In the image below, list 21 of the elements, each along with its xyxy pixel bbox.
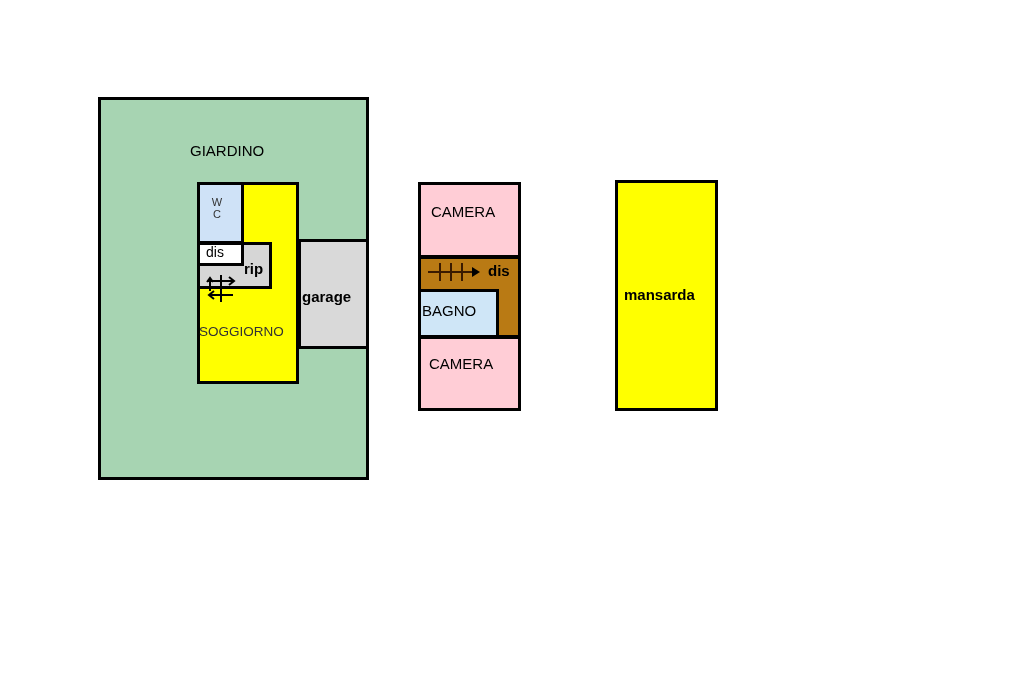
room-name: W C bbox=[210, 196, 224, 221]
room-name: dis bbox=[488, 263, 510, 280]
room-name: GIARDINO bbox=[190, 143, 265, 160]
room-name: CAMERA bbox=[431, 204, 496, 221]
room bbox=[418, 182, 521, 258]
room-name: BAGNO bbox=[422, 303, 477, 320]
room bbox=[298, 239, 369, 349]
room bbox=[418, 289, 499, 338]
room-name: CAMERA bbox=[429, 356, 494, 373]
room bbox=[418, 336, 521, 411]
room-name: SOGGIORNO bbox=[199, 325, 284, 340]
room bbox=[197, 242, 244, 266]
room bbox=[615, 180, 718, 411]
room bbox=[197, 182, 299, 384]
room-name: dis bbox=[206, 245, 224, 261]
room bbox=[418, 256, 521, 338]
room bbox=[197, 182, 244, 244]
room-name: garage bbox=[302, 289, 352, 306]
room-name: mansarda bbox=[624, 287, 695, 304]
room bbox=[98, 97, 369, 480]
room-name: rip bbox=[244, 261, 264, 278]
